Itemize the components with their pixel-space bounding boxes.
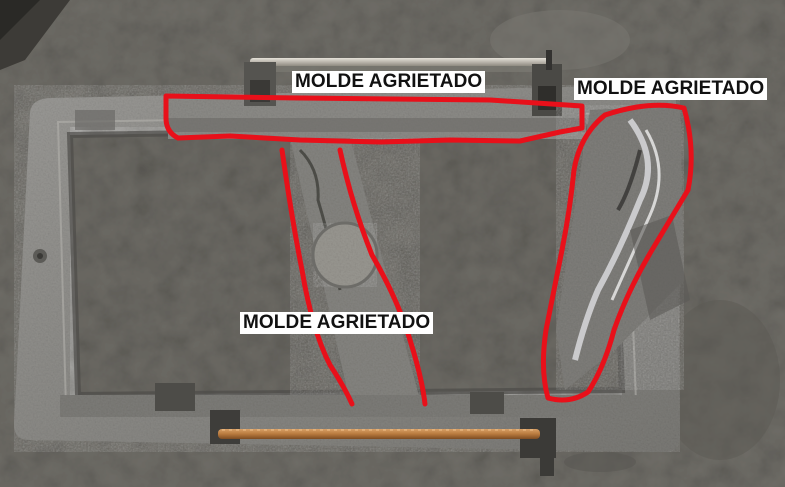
crack-label-right: MOLDE AGRIETADO [574, 78, 768, 100]
rebar-rod [218, 429, 540, 439]
crack-label-top: MOLDE AGRIETADO [292, 71, 486, 93]
crack-label-center: MOLDE AGRIETADO [240, 312, 434, 334]
crack-highlight-outline [163, 93, 694, 407]
